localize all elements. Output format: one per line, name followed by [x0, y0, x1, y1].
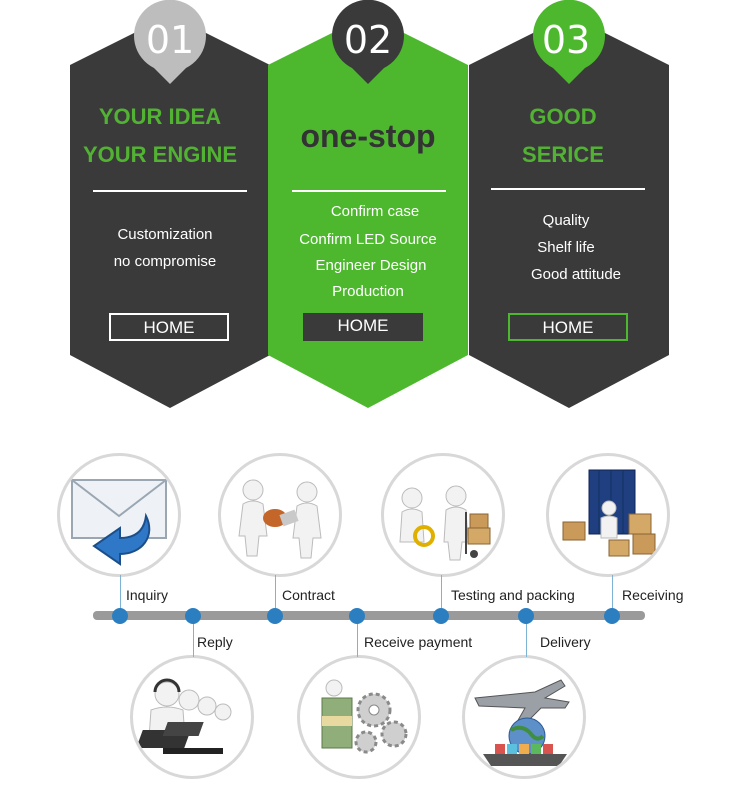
- step-label-delivery: Delivery: [540, 634, 591, 650]
- handshake-figures-icon: [218, 453, 342, 577]
- timeline-connector: [526, 617, 527, 657]
- panel-list-item: Shelf life: [537, 239, 595, 256]
- panel-01: 01 YOUR IDEA YOUR ENGINE Customization n…: [70, 0, 270, 410]
- panel-number: 03: [541, 18, 591, 62]
- panel-number: 01: [145, 18, 195, 62]
- panel-02-background: [268, 0, 468, 408]
- panel-number: 02: [343, 18, 393, 62]
- call-center-figures-icon: [130, 655, 254, 779]
- timeline-dot: [433, 608, 449, 624]
- step-label-receiving: Receiving: [622, 587, 684, 603]
- testing-packing-figures-icon: [381, 453, 505, 577]
- panel-02: 02 one-stop Confirm case Confirm LED Sou…: [268, 0, 468, 410]
- step-label-reply: Reply: [197, 634, 233, 650]
- step-label-contract: Contract: [282, 587, 335, 603]
- airplane-ship-globe-icon: [462, 655, 586, 779]
- timeline-dot: [518, 608, 534, 624]
- timeline-connector: [193, 617, 194, 657]
- money-gears-icon: [297, 655, 421, 779]
- home-button[interactable]: HOME: [303, 313, 423, 341]
- number-badge-pin-icon: [134, 0, 206, 84]
- panel-03-background: [469, 0, 669, 408]
- panel-list-item: Confirm LED Source: [299, 231, 437, 248]
- panel-01-background: [70, 0, 270, 408]
- home-button[interactable]: HOME: [109, 313, 229, 341]
- timeline-connector: [441, 575, 442, 617]
- timeline-bar: [93, 611, 645, 620]
- timeline-dot: [267, 608, 283, 624]
- panel-title-line: YOUR ENGINE: [82, 142, 238, 167]
- number-badge-pin-icon: [533, 0, 605, 84]
- panel-title-line: GOOD: [529, 104, 597, 129]
- panel-list-item: Engineer Design: [315, 257, 427, 274]
- panel-divider: [491, 188, 645, 190]
- panel-list-item: Production: [332, 283, 404, 300]
- panel-divider: [93, 190, 247, 192]
- panel-03: 03 GOOD SERICE Quality Shelf life Good a…: [469, 0, 669, 410]
- timeline-dot: [349, 608, 365, 624]
- panel-divider: [292, 190, 446, 192]
- process-timeline: Inquiry Contract Testing and packing Rec…: [0, 430, 750, 794]
- timeline-dot: [112, 608, 128, 624]
- panel-list-item: Good attitude: [530, 266, 622, 283]
- panel-list-item: Quality: [542, 212, 590, 229]
- step-label-receive-payment: Receive payment: [364, 634, 473, 650]
- envelope-reply-icon: [57, 453, 181, 577]
- panel-list-item: no compromise: [113, 253, 217, 270]
- step-label-testing-packing: Testing and packing: [451, 587, 575, 603]
- container-boxes-icon: [546, 453, 670, 577]
- panel-title-line: YOUR IDEA: [98, 104, 222, 129]
- panel-list-item: Customization: [117, 226, 213, 243]
- step-label-inquiry: Inquiry: [126, 587, 169, 603]
- timeline-connector: [275, 575, 276, 617]
- timeline-connector: [120, 575, 121, 617]
- home-button[interactable]: HOME: [508, 313, 628, 341]
- timeline-connector: [357, 617, 358, 657]
- timeline-dot: [604, 608, 620, 624]
- timeline-connector: [612, 575, 613, 617]
- number-badge-pin-icon: [332, 0, 404, 84]
- panel-title-line: one-stop: [300, 118, 436, 154]
- timeline-dot: [185, 608, 201, 624]
- panel-title-line: SERICE: [522, 142, 604, 167]
- panel-list-item: Confirm case: [330, 203, 420, 220]
